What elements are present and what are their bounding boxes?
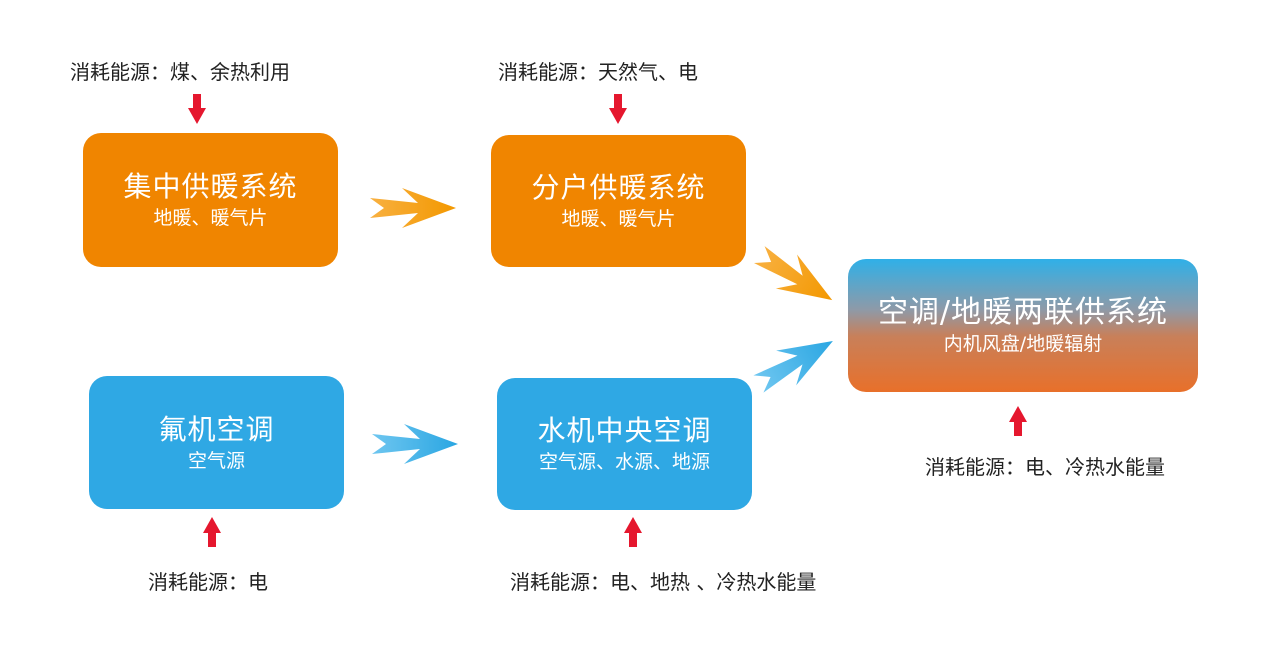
energy-label-household: 消耗能源：天然气、电	[498, 60, 698, 84]
red-arrow-icon-household	[609, 94, 627, 124]
combined-system-sub: 内机风盘/地暖辐射	[943, 332, 1103, 355]
central-heating-sub: 地暖、暖气片	[153, 207, 268, 229]
combined-system-title: 空调/地暖两联供系统	[877, 294, 1169, 330]
energy-label-water: 消耗能源：电、地热 、冷热水能量	[510, 570, 817, 594]
water-central-ac-title: 水机中央空调	[537, 414, 712, 447]
red-arrow-icon-water	[624, 517, 642, 547]
central-heating-box: 集中供暖系统 地暖、暖气片	[83, 133, 338, 267]
household-heating-box: 分户供暖系统 地暖、暖气片	[491, 135, 746, 267]
fluorine-ac-title: 氟机空调	[158, 412, 275, 446]
energy-label-combined: 消耗能源：电、冷热水能量	[925, 455, 1165, 479]
red-arrow-icon-fluorine	[203, 517, 221, 547]
orange-flow-arrow-icon-1	[370, 188, 456, 228]
household-heating-sub: 地暖、暖气片	[561, 208, 676, 230]
blue-flow-arrow-icon-2	[753, 341, 833, 393]
energy-label-fluorine: 消耗能源：电	[148, 570, 268, 594]
red-arrow-icon-central	[188, 94, 206, 124]
blue-flow-arrow-icon-1	[372, 424, 458, 464]
fluorine-ac-sub: 空气源	[187, 449, 245, 472]
fluorine-ac-box: 氟机空调 空气源	[89, 376, 344, 509]
water-central-ac-box: 水机中央空调 空气源、水源、地源	[497, 378, 752, 510]
combined-system-box: 空调/地暖两联供系统 内机风盘/地暖辐射	[848, 259, 1198, 392]
orange-flow-arrow-icon-2	[753, 246, 833, 301]
central-heating-title: 集中供暖系统	[123, 170, 298, 203]
red-arrow-icon-combined	[1009, 406, 1027, 436]
energy-label-central: 消耗能源：煤、余热利用	[70, 60, 290, 84]
household-heating-title: 分户供暖系统	[531, 171, 706, 204]
water-central-ac-sub: 空气源、水源、地源	[538, 451, 710, 473]
